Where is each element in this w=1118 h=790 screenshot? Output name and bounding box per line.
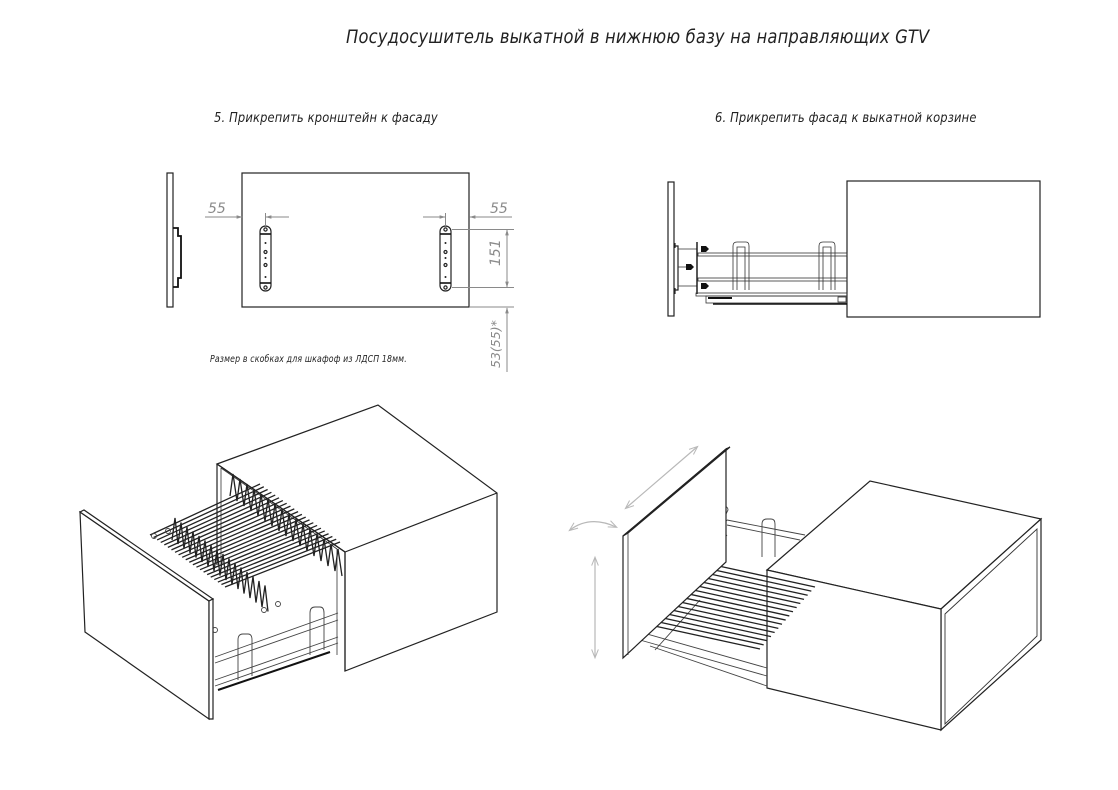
rack-wire <box>664 607 775 634</box>
dish-rack-basket <box>149 473 343 691</box>
dim-bracket-height-value: 151 <box>488 239 504 266</box>
rack-wire <box>167 497 280 548</box>
rack-wire <box>221 538 337 586</box>
drawer-facade-2 <box>622 446 731 660</box>
rack-wire <box>671 599 783 625</box>
cabinet-side-view <box>846 180 1041 318</box>
page-title: Посудосушитель выкатной в нижнюю базу на… <box>346 26 930 48</box>
drawer-facade <box>78 509 215 721</box>
facade-panel <box>241 172 470 308</box>
dimension-note: Размер в скобках для шкафоф из ЛДСП 18мм… <box>210 354 407 365</box>
step-6-heading: 6. Прикрепить фасад к выкатной корзине <box>715 110 977 126</box>
dimension-right-offset: 55 <box>423 201 512 226</box>
screws <box>678 242 709 294</box>
rack-wire <box>185 511 299 561</box>
bracket-right <box>439 225 452 292</box>
dim-right-offset-value: 55 <box>490 201 508 217</box>
basket-side-view <box>695 241 848 305</box>
rack-wire <box>224 541 341 588</box>
rack-wire <box>690 578 801 605</box>
rack-wire <box>693 574 805 601</box>
bracket-left <box>259 225 272 292</box>
isometric-view-mounting <box>568 445 1043 732</box>
dim-bottom-offset-value: 53(55)* <box>488 320 503 368</box>
cabinet-body-2 <box>765 480 1043 732</box>
facade-side-view <box>667 181 675 317</box>
step-5-heading: 5. Прикрепить кронштейн к фасаду <box>214 110 438 126</box>
isometric-view-open-drawer <box>78 404 498 721</box>
facade-side-profile <box>166 172 182 308</box>
step-6-drawing <box>667 180 1041 318</box>
rack-wire <box>679 591 790 617</box>
rack-wire <box>686 583 797 609</box>
rack-wire <box>697 570 808 596</box>
rack-wire <box>704 562 816 588</box>
dimension-bottom-offset: 53(55)* <box>488 307 509 372</box>
dimension-left-offset: 55 <box>205 201 289 226</box>
rack-wire <box>171 499 284 551</box>
cabinet-body <box>215 404 498 672</box>
rack-wire <box>649 624 761 650</box>
rack-wire <box>682 587 794 613</box>
rack-wire <box>174 502 287 553</box>
rack-wire <box>653 620 764 646</box>
rack-wire <box>660 611 772 638</box>
rack-wire <box>657 616 768 642</box>
dim-left-offset-value: 55 <box>208 201 226 217</box>
dish-rack-basket-2 <box>632 505 816 687</box>
motion-arrows <box>568 445 699 660</box>
step-5-drawing: 55 55 151 53(55)* <box>166 172 514 372</box>
rack-wire <box>675 595 786 621</box>
rack-wire <box>668 603 779 629</box>
rack-wire <box>701 566 812 592</box>
rack-wire <box>189 513 303 563</box>
dimension-bracket-height: 151 <box>452 229 514 308</box>
